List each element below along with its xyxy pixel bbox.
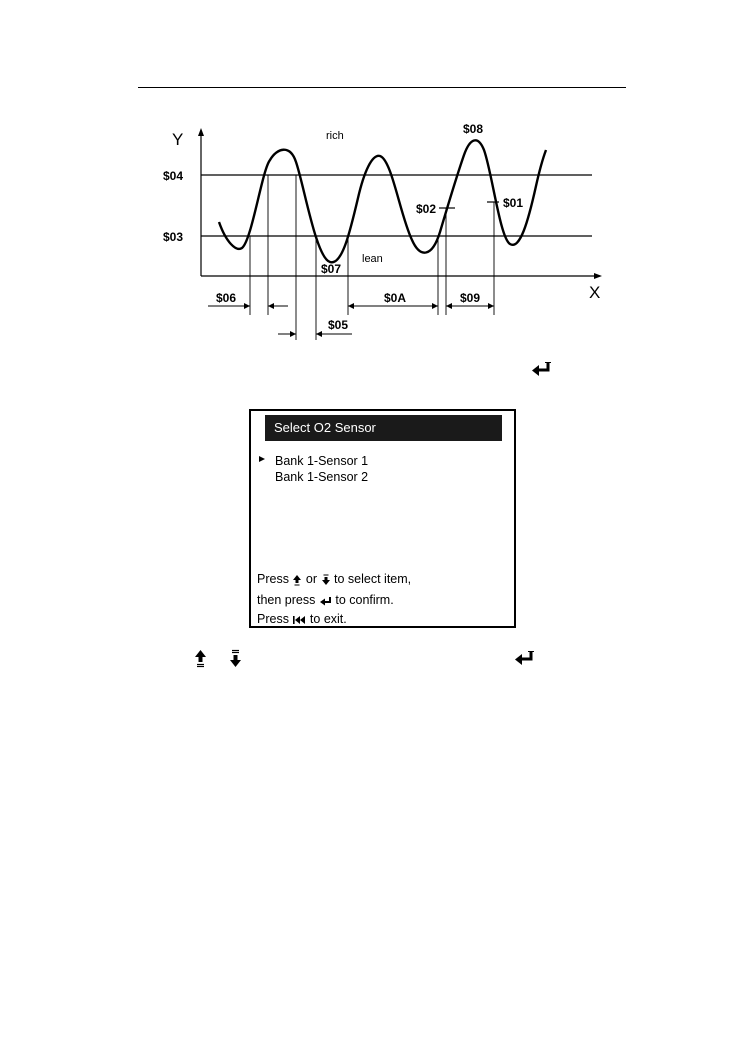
level-low-label: $03 (163, 230, 183, 244)
x-axis-label: X (589, 283, 600, 302)
y-axis-arrow (198, 128, 204, 136)
help-line-exit: Press to exit. (257, 612, 347, 626)
level-high-label: $04 (163, 169, 183, 183)
help-line-select: Press or to select item, (257, 572, 411, 586)
enter-icon (530, 361, 552, 377)
y-axis-label: Y (172, 130, 183, 149)
max-voltage-label: $08 (463, 122, 483, 136)
rich-to-lean-threshold-label: $02 (416, 202, 436, 216)
menu-item-bank1-sensor1[interactable]: Bank 1-Sensor 1 (275, 454, 368, 468)
down-arrow-icon (229, 649, 242, 668)
lean-to-rich-threshold-label: $01 (503, 196, 523, 210)
up-arrow-icon (194, 649, 207, 668)
scan-tool-screen: Select O2 Sensor Bank 1-Sensor 1 Bank 1-… (249, 409, 516, 628)
o2-sensor-waveform-graph: Y X $04 $03 rich lean $08 $07 $02 $01 $0… (0, 0, 736, 360)
help-line-confirm: then press to confirm. (257, 593, 394, 607)
back-icon (292, 615, 306, 625)
enter-icon (319, 596, 332, 606)
enter-icon (513, 650, 535, 666)
up-arrow-icon (292, 574, 302, 586)
selection-arrow-icon (259, 456, 265, 462)
t09-label: $09 (460, 291, 480, 305)
screen-title: Select O2 Sensor (265, 415, 502, 441)
t06-label: $06 (216, 291, 236, 305)
x-axis-arrow (594, 273, 602, 279)
rich-label: rich (326, 130, 344, 142)
t0a-label: $0A (384, 291, 406, 305)
min-voltage-label: $07 (321, 262, 341, 276)
down-arrow-icon (321, 574, 331, 586)
t05-label: $05 (328, 318, 348, 332)
lean-label: lean (362, 253, 383, 265)
menu-item-bank1-sensor2[interactable]: Bank 1-Sensor 2 (275, 470, 368, 484)
